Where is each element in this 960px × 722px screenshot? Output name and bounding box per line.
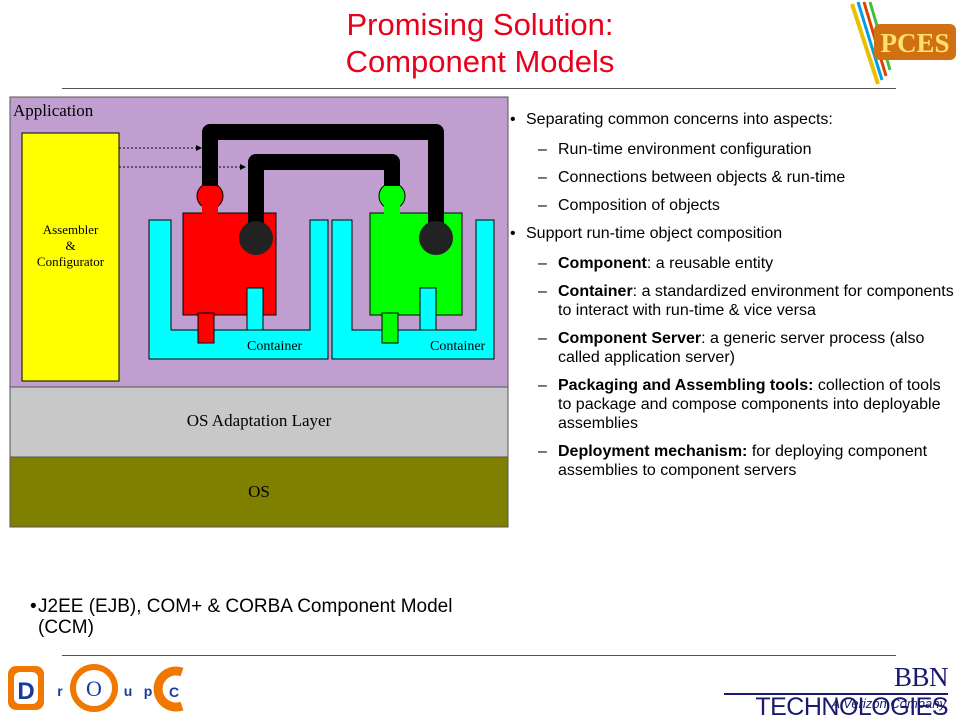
sub-bullet-2-5: –Deployment mechanism: for deploying com… (538, 443, 928, 479)
doc-logo-letter-u: u (124, 683, 133, 699)
doc-logo-d-inner (14, 672, 38, 704)
doc-logo-c-arc (153, 666, 184, 712)
doc-logo-letter-c: C (169, 684, 179, 700)
sub-bullet-1-1: –Run-time environment configuration (538, 141, 812, 158)
os-label: OS (248, 482, 270, 501)
doc-group-logo: D r O u p C (8, 664, 184, 712)
bbn-logo-tagline: A Verizon Company (831, 696, 946, 711)
title-line-2: Component Models (345, 44, 615, 79)
assembler-label: Assembler & Configurator (22, 222, 119, 270)
bullet-1: Separating common concerns into aspects: (510, 110, 958, 129)
bbn-logo-rule (724, 693, 948, 695)
container-right-port (419, 287, 437, 331)
sub-bullet-1-3: –Composition of objects (538, 197, 720, 214)
bbn-technologies-logo: BBN TECHNOLOGIES A Verizon Company (720, 660, 950, 721)
doc-logo-letter-d: D (17, 678, 34, 705)
assembler-label-line-3: Configurator (36, 254, 105, 269)
doc-logo-o-ring (70, 664, 118, 712)
container-right (331, 219, 495, 360)
pces-badge (874, 24, 956, 60)
container-right-label: Container (430, 339, 486, 354)
sub-bullet-2-1: –Component: a reusable entity (538, 255, 774, 272)
footer-bullet-dot: • (30, 596, 37, 617)
sub-bullet-2-4: –Packaging and Assembling tools: collect… (538, 377, 941, 432)
container-left-port (246, 287, 264, 331)
container-left (148, 219, 329, 360)
doc-logo-letter-o: O (86, 676, 102, 701)
assembler-label-line-1: Assembler (42, 222, 99, 237)
footer-divider (62, 655, 896, 656)
configuration-arrows (119, 145, 246, 170)
doc-logo-letter-p: p (144, 683, 153, 699)
pces-text: PCES (880, 28, 949, 58)
bullet-list: Separating common concerns into aspects:… (510, 110, 958, 489)
component-model-diagram (9, 96, 509, 528)
receptacle-left (239, 221, 273, 255)
os-layer (9, 456, 509, 528)
doc-logo-letter-r: r (57, 683, 63, 699)
bullet-2: Support run-time object composition (510, 224, 958, 243)
container-left-label: Container (247, 339, 303, 354)
bbn-logo-wordmark: BBN TECHNOLOGIES (755, 662, 948, 721)
os-adaptation-layer (9, 386, 509, 458)
sub-bullet-2-2: –Container: a standardized environment f… (538, 283, 954, 319)
pces-logo: PCES (850, 1, 956, 85)
sub-bullet-2-3: –Component Server: a generic server proc… (538, 330, 925, 366)
component-connectors (202, 124, 444, 238)
sub-bullet-1-2: –Connections between objects & run-time (538, 169, 846, 186)
assembler-configurator-box (21, 132, 120, 382)
application-label: Application (13, 101, 94, 120)
assembler-label-line-2: & (65, 238, 76, 253)
title-divider (62, 88, 896, 89)
footer-bullet: • J2EE (EJB), COM+ & CORBA Component Mod… (30, 596, 510, 638)
title-line-1: Promising Solution: (346, 7, 614, 42)
os-adaptation-label: OS Adaptation Layer (186, 411, 332, 430)
slide-title: Promising Solution: Component Models (0, 6, 960, 80)
footer-bullet-text: J2EE (EJB), COM+ & CORBA Component Model… (38, 596, 453, 638)
receptacle-right (419, 221, 453, 255)
